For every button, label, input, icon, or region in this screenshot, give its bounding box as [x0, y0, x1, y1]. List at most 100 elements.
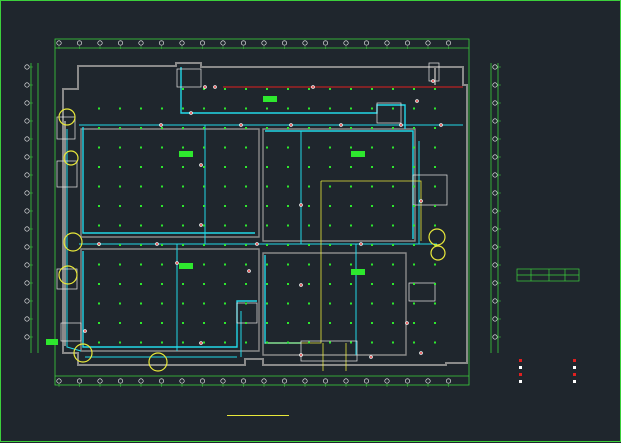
axis-marker-icon	[97, 40, 103, 46]
sprinkler-head-icon	[161, 166, 163, 168]
sprinkler-head-icon	[224, 88, 226, 90]
sprinkler-head-icon	[182, 166, 184, 168]
axis-marker-icon	[24, 190, 30, 196]
sprinkler-head-icon	[245, 185, 247, 188]
axis-marker-icon	[343, 40, 349, 46]
sprinkler-head-icon	[329, 322, 331, 324]
sprinkler-head-icon	[287, 283, 289, 285]
sprinkler-head-icon	[140, 244, 142, 246]
sprinkler-head-icon	[182, 88, 184, 90]
sprinkler-head-icon	[308, 341, 310, 344]
sprinkler-head-icon	[287, 205, 289, 207]
sprinkler-head-icon	[434, 185, 436, 188]
axis-markers-bottom	[56, 378, 451, 387]
axis-marker-icon	[492, 280, 498, 286]
sprinkler-head-icon	[245, 283, 247, 285]
sprinkler-head-icon	[245, 322, 247, 324]
sprinkler-head-icon	[266, 322, 268, 324]
sprinkler-head-icon	[182, 146, 184, 149]
sprinkler-head-icon	[413, 127, 415, 129]
sprinkler-head-icon	[161, 283, 163, 285]
axis-marker-icon	[159, 40, 165, 46]
sprinkler-head-icon	[182, 127, 184, 129]
sprinkler-head-icon	[224, 322, 226, 324]
sprinkler-head-icon	[119, 263, 121, 266]
axis-marker-icon	[24, 316, 30, 322]
axis-marker-icon	[24, 100, 30, 106]
sprinkler-head-icon	[203, 302, 205, 305]
sprinkler-head-icon	[350, 263, 352, 266]
sprinkler-head-icon	[203, 263, 205, 266]
sprinkler-head-icon	[392, 205, 394, 207]
sprinkler-head-icon	[350, 107, 352, 110]
sprinkler-head-icon	[140, 185, 142, 188]
sprinkler-head-icon	[350, 166, 352, 168]
sprinkler-head-icon	[203, 341, 205, 344]
axis-marker-icon	[77, 378, 83, 384]
axis-markers-right	[492, 64, 501, 340]
sprinkler-head-icon	[161, 244, 163, 246]
sprinkler-head-icon	[329, 127, 331, 129]
sprinkler-head-icon	[413, 263, 415, 266]
sprinkler-head-icon	[203, 244, 205, 246]
sprinkler-head-icon	[119, 283, 121, 285]
sprinkler-head-icon	[434, 322, 436, 324]
axis-marker-icon	[445, 378, 451, 384]
axis-marker-icon	[24, 172, 30, 178]
axis-marker-icon	[220, 378, 226, 384]
sprinkler-head-icon	[224, 263, 226, 266]
axis-marker-icon	[24, 244, 30, 250]
sprinkler-head-icon	[413, 146, 415, 149]
sprinkler-head-icon	[413, 205, 415, 207]
axis-marker-icon	[24, 208, 30, 214]
axis-marker-icon	[24, 64, 30, 70]
sprinkler-head-icon	[308, 146, 310, 149]
sprinkler-head-icon	[245, 224, 247, 227]
axis-marker-icon	[220, 40, 226, 46]
sprinkler-head-icon	[350, 322, 352, 324]
sprinkler-head-icon	[161, 205, 163, 207]
sprinkler-head-icon	[182, 322, 184, 324]
sprinkler-head-icon	[413, 283, 415, 285]
room-tags	[46, 96, 365, 345]
sprinkler-head-icon	[98, 341, 100, 344]
axis-marker-icon	[179, 378, 185, 384]
sprinkler-head-icon	[245, 263, 247, 266]
axis-marker-icon	[404, 40, 410, 46]
sprinkler-head-icon	[287, 341, 289, 344]
sprinkler-head-icon	[434, 302, 436, 305]
axis-marker-icon	[492, 334, 498, 340]
sprinkler-head-icon	[203, 88, 205, 90]
sprinkler-head-icon	[140, 107, 142, 110]
sprinkler-head-icon	[245, 88, 247, 90]
sprinkler-head-icon	[161, 322, 163, 324]
sprinkler-head-icon	[413, 244, 415, 246]
sprinkler-head-icon	[224, 341, 226, 344]
axis-marker-icon	[445, 40, 451, 46]
axis-marker-icon	[425, 40, 431, 46]
sprinkler-head-icon	[434, 166, 436, 168]
sprinkler-head-icon	[245, 166, 247, 168]
axis-marker-icon	[492, 316, 498, 322]
sprinkler-head-icon	[371, 88, 373, 90]
interior-partitions	[80, 67, 416, 356]
axis-marker-icon	[56, 378, 62, 384]
axis-markers-left	[24, 64, 33, 340]
sprinkler-head-icon	[329, 166, 331, 168]
sprinkler-head-icon	[119, 244, 121, 246]
axis-marker-icon	[24, 136, 30, 142]
sprinkler-head-icon	[245, 127, 247, 129]
axis-marker-icon	[492, 100, 498, 106]
axis-marker-icon	[363, 40, 369, 46]
sprinkler-head-icon	[98, 205, 100, 207]
building-walls	[62, 62, 468, 366]
axis-marker-icon	[492, 118, 498, 124]
sprinkler-head-icon	[308, 127, 310, 129]
sprinkler-head-icon	[329, 224, 331, 227]
sprinkler-head-icon	[98, 166, 100, 168]
axis-marker-icon	[261, 378, 267, 384]
sprinkler-head-icon	[98, 224, 100, 227]
axis-marker-icon	[24, 280, 30, 286]
